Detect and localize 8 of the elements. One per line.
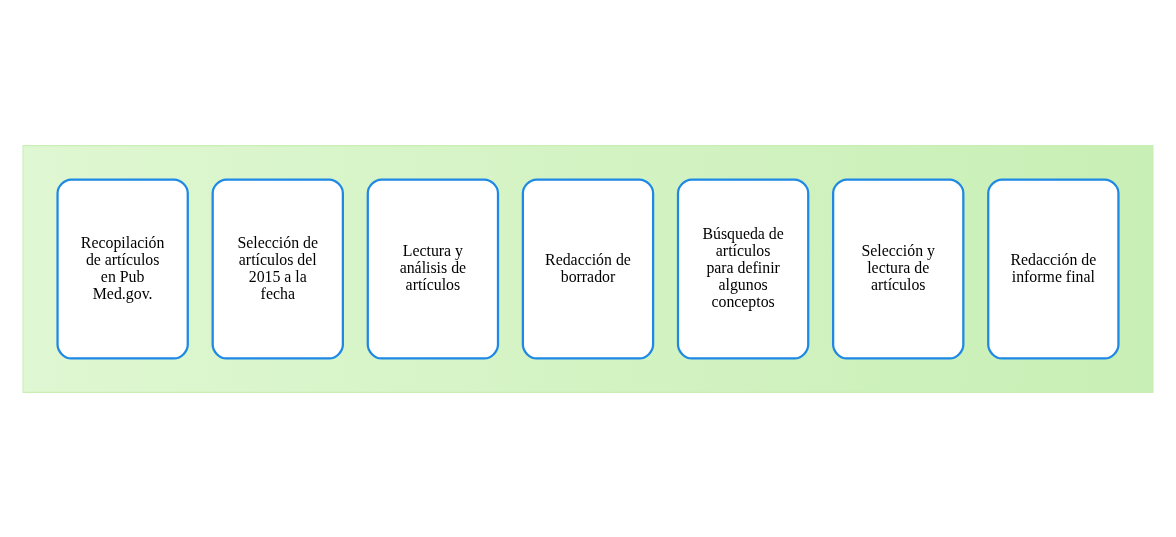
node-box: Selección y lectura de artículos [832,177,965,360]
node-box: Redacción de borrador [521,177,655,360]
node-box: Lectura y análisis de artículos [366,177,500,360]
cluster [22,144,1154,393]
node-box: Redacción de informe final [987,177,1120,360]
node-box: Recopilación de artículos en Pub Med.gov. [56,177,189,360]
node-box: Búsqueda de artículos para definir algunos conceptos [676,177,810,360]
node-box: Selección de artículos del 2015 a la fecha [211,177,344,360]
